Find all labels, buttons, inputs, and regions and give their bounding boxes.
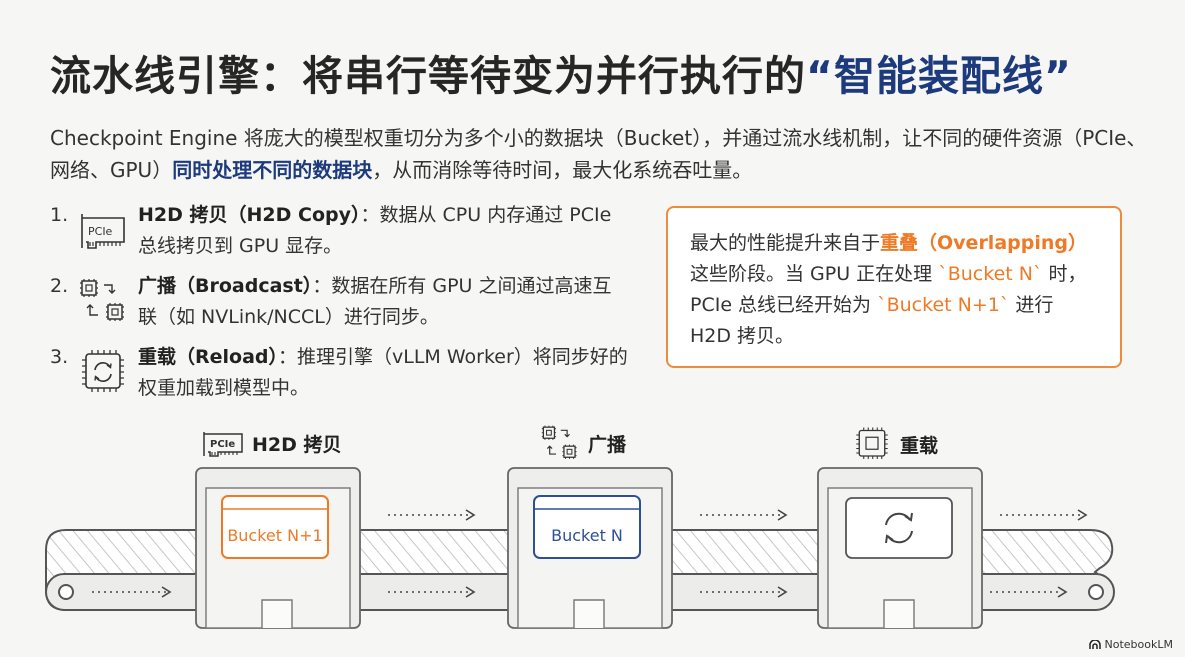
- conveyor-roller-right: [1088, 584, 1104, 600]
- step-title: 重载（Reload）: [138, 346, 279, 368]
- flow-arrowheads-bottom: [161, 586, 1068, 598]
- pcie-card-icon: PCIe: [81, 214, 125, 249]
- svg-text:PCIe: PCIe: [88, 225, 113, 238]
- step-text: ：推理引擎（vLLM Worker）将同步好的权重加载到模型中。: [138, 346, 628, 399]
- pipeline-diagram: PCIe H2D 拷贝 广播 重载: [0, 410, 1185, 657]
- reload-chip-icon: [82, 350, 124, 392]
- step-number: 1.: [50, 204, 69, 226]
- conveyor-roller-left: [58, 584, 74, 600]
- step-item-h2d: 1. PCIe H2D 拷贝（H2D Copy）：数据从 CPU 内存通过 PC…: [50, 200, 630, 262]
- bucket-label-broadcast: Bucket N: [551, 526, 623, 545]
- chip-icon: [856, 427, 888, 459]
- step-title: 广播（Broadcast）: [138, 275, 313, 297]
- callout-code-bucket-n: `Bucket N`: [938, 263, 1043, 285]
- step-title: H2D 拷贝（H2D Copy）: [138, 204, 361, 226]
- intro-paragraph: Checkpoint Engine 将庞大的模型权重切分为多个小的数据块（Buc…: [50, 126, 1147, 182]
- step-text: ：数据从 CPU 内存通过 PCIe 总线拷贝到 GPU 显存。: [138, 204, 612, 257]
- flow-arrowheads-top: [465, 509, 1088, 521]
- stage-label-text: 重载: [900, 434, 939, 457]
- step-text: ：数据在所有 GPU 之间通过高速互联（如 NVLink/NCCL）进行同步。: [138, 275, 612, 328]
- stage-label-h2d: PCIe H2D 拷贝: [202, 428, 342, 458]
- callout-code-bucket-n1: `Bucket N+1`: [877, 294, 1010, 316]
- station-reload: [817, 467, 983, 629]
- page-title: 流水线引擎：将串行等待变为并行执行的“智能装配线”: [50, 52, 1072, 100]
- stage-label-text: H2D 拷贝: [252, 433, 342, 456]
- overlap-callout: 最大的性能提升来自于重叠（Overlapping）这些阶段。当 GPU 正在处理…: [666, 206, 1122, 368]
- notebooklm-watermark: NotebookLM: [1088, 638, 1173, 651]
- step-number: 3.: [50, 346, 69, 368]
- station-h2d: [195, 467, 361, 629]
- step-number: 2.: [50, 275, 69, 297]
- stage-label-reload: 重载: [852, 426, 938, 462]
- steps-list: 1. PCIe H2D 拷贝（H2D Copy）：数据从 CPU 内存通过 PC…: [50, 200, 630, 413]
- callout-highlight: 重叠（Overlapping）: [880, 232, 1087, 254]
- step-item-broadcast: 2. 广播（Broadcast）：数据在所有 GPU 之间通过高速互联（如 NV…: [50, 271, 630, 333]
- notebooklm-logo-icon: [1088, 639, 1101, 649]
- stage-label-broadcast: 广播: [540, 424, 626, 462]
- pcie-card-icon: PCIe: [203, 432, 243, 457]
- step-item-reload: 3. 重载（Reload）：推理引擎（vLLM Worker）将同步好的权重加载…: [50, 342, 630, 404]
- station-broadcast: [507, 467, 673, 629]
- reload-icon: [885, 512, 913, 544]
- title-highlight: “智能装配线”: [806, 52, 1072, 100]
- bucket-label-h2d: Bucket N+1: [227, 526, 322, 545]
- intro-highlight: 同时处理不同的数据块: [172, 158, 373, 182]
- conveyor-svg: Bucket N+1 Bucket N: [45, 467, 1115, 629]
- stage-label-text: 广播: [588, 433, 627, 456]
- broadcast-chips-icon: [80, 279, 124, 321]
- broadcast-chips-icon: [541, 425, 577, 459]
- svg-text:PCIe: PCIe: [210, 439, 235, 450]
